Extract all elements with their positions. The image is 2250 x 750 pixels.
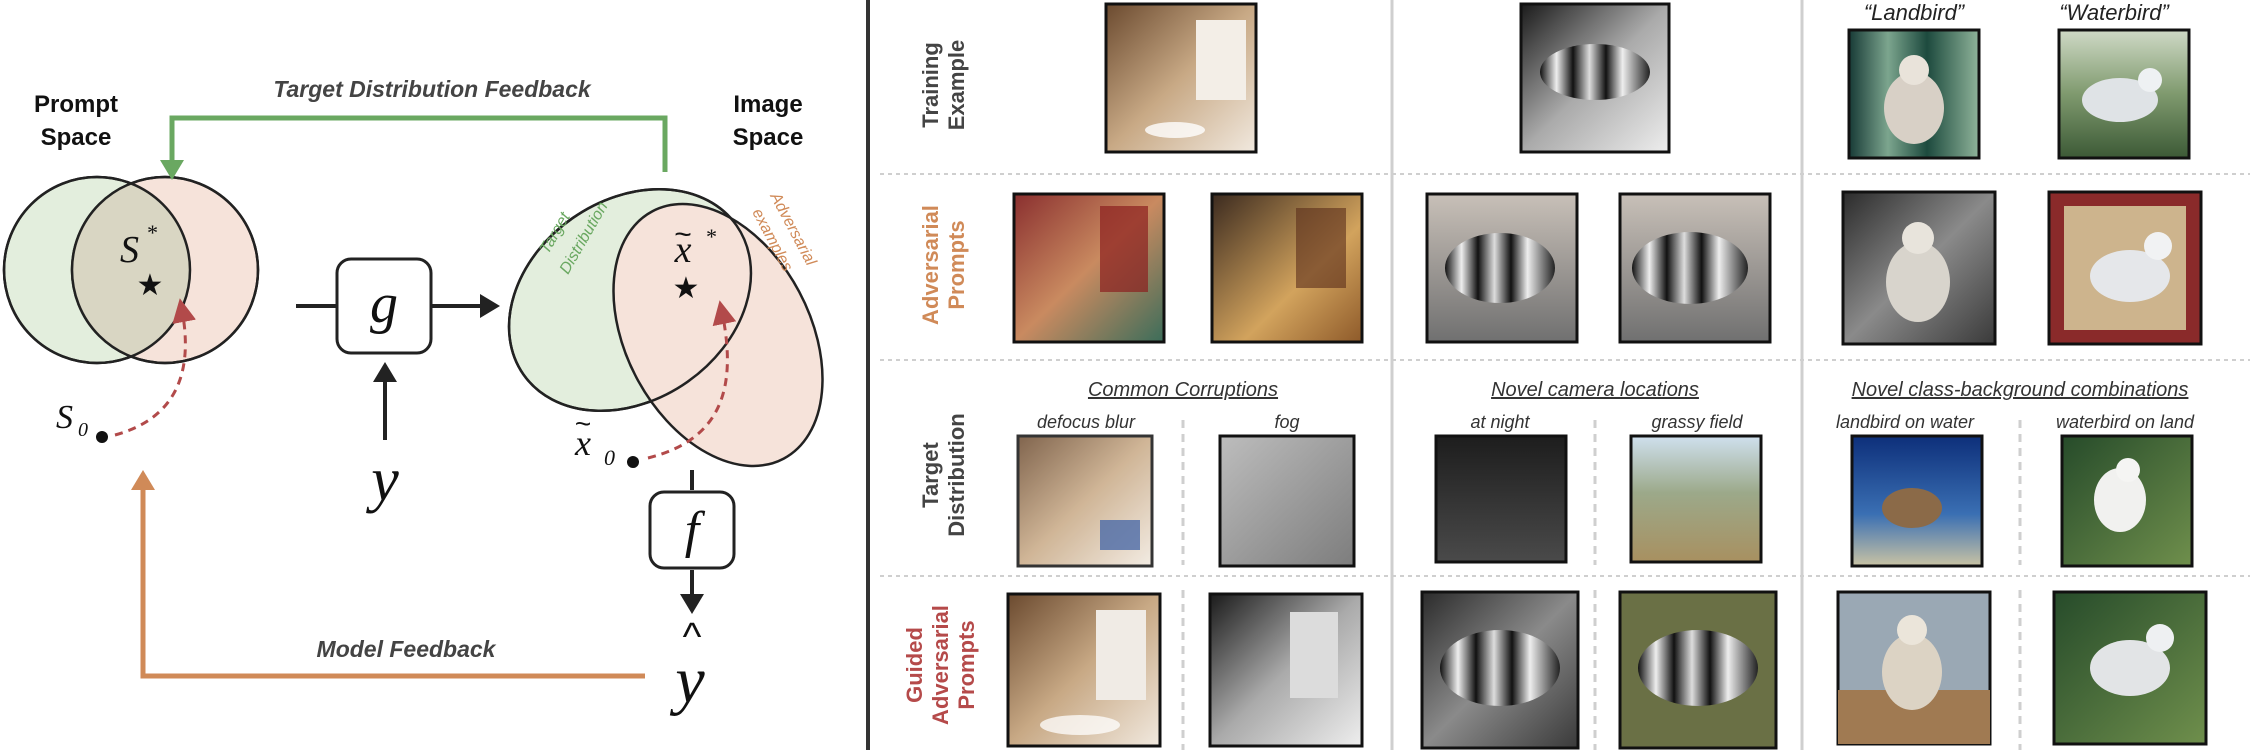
- target-image-landbird-water: [1850, 434, 1984, 568]
- training-image-landbird: [1847, 28, 1981, 160]
- image-path-dashed: [647, 300, 737, 460]
- model-feedback-arrow: [140, 484, 645, 679]
- image-space-ellipse-right: [612, 202, 824, 468]
- f-box: [648, 490, 736, 570]
- x-star-icon: ★: [673, 272, 700, 305]
- prompt-space-overlap: [70, 183, 192, 357]
- sub-label-waterbird-land: waterbird on land: [2056, 412, 2195, 432]
- row-label-target-1: Target: [918, 442, 943, 508]
- adv-image-room-2: [1210, 192, 1364, 344]
- adv-image-zebra-2: [1618, 192, 1772, 344]
- left-diagram: Prompt Space S * ★ S 0 Target Distributi…: [2, 76, 824, 717]
- guided-image-landbird: [1836, 590, 1992, 746]
- sub-label-defocus: defocus blur: [1037, 412, 1136, 432]
- target-image-defocus: [1016, 434, 1154, 568]
- y-label: y: [365, 446, 399, 514]
- s-star-label: S: [120, 229, 139, 271]
- guided-image-room-2: [1208, 592, 1364, 748]
- row-label-training-2: Example: [944, 40, 969, 131]
- landbird-label: “Landbird”: [1864, 0, 1966, 25]
- model-feedback-label: Model Feedback: [317, 636, 497, 662]
- target-image-fog: [1218, 434, 1356, 568]
- s-star-sup: *: [146, 220, 157, 245]
- adv-image-landbird: [1841, 190, 1997, 346]
- guided-image-zebra-2: [1618, 590, 1778, 750]
- target-feedback-arrow: [169, 115, 668, 172]
- guided-image-room-1: [1006, 592, 1162, 748]
- target-image-waterbird-land: [2060, 434, 2194, 568]
- training-image-room: [1104, 2, 1258, 154]
- group-title-corruptions: Common Corruptions: [1088, 379, 1278, 401]
- sub-label-landbird-water: landbird on water: [1836, 412, 1975, 432]
- s-star-icon: ★: [137, 269, 164, 302]
- image-space-label-1: Image: [733, 91, 802, 118]
- x0-label: x: [574, 423, 591, 463]
- guided-image-zebra-1: [1420, 590, 1580, 750]
- prompt-path-dashed: [114, 298, 196, 437]
- sub-label-grassy: grassy field: [1651, 412, 1743, 432]
- adv-image-room-1: [1012, 192, 1166, 344]
- x-star-label: x: [674, 229, 692, 271]
- x0-point: [627, 456, 639, 468]
- y-hat-hat: ^: [683, 615, 702, 659]
- training-image-zebra: [1519, 2, 1671, 154]
- s0-label: S: [56, 399, 73, 436]
- row-label-guided-2: Adversarial: [928, 605, 953, 725]
- x0-sub: 0: [604, 445, 615, 470]
- g-box: [335, 257, 433, 355]
- row-label-adv-1: Adversarial: [918, 205, 943, 325]
- adv-image-waterbird: [2047, 190, 2203, 346]
- sub-label-night: at night: [1470, 412, 1530, 432]
- prompt-space-label-2: Space: [41, 124, 112, 151]
- guided-image-waterbird: [2052, 590, 2208, 746]
- row-label-training-1: Training: [918, 42, 943, 128]
- y-hat-label: y: [669, 644, 705, 717]
- prompt-space-label-1: Prompt: [34, 91, 118, 118]
- right-grid: Training Example Adversarial Prompts Tar…: [880, 0, 2250, 750]
- x-star-tilde: ~: [674, 218, 692, 251]
- x-star-sup: *: [705, 224, 716, 249]
- row-label-guided-1: Guided: [902, 627, 927, 703]
- group-title-camera: Novel camera locations: [1491, 379, 1699, 401]
- sub-label-fog: fog: [1274, 412, 1299, 432]
- row-label-guided-3: Prompts: [954, 620, 979, 709]
- adv-image-zebra-1: [1425, 192, 1579, 344]
- g-label: g: [370, 273, 398, 335]
- image-space-label-2: Space: [733, 124, 804, 151]
- waterbird-label: “Waterbird”: [2059, 0, 2170, 25]
- target-feedback-label: Target Distribution Feedback: [273, 76, 592, 102]
- x0-tilde: ~: [575, 408, 591, 439]
- group-title-class-bg: Novel class-background combinations: [1852, 379, 2189, 401]
- s0-sub: 0: [78, 419, 88, 441]
- target-image-grassy: [1629, 434, 1763, 564]
- row-label-adv-2: Prompts: [944, 220, 969, 309]
- row-label-target-2: Distribution: [944, 413, 969, 536]
- s0-point: [96, 431, 108, 443]
- target-image-night: [1434, 434, 1568, 564]
- training-image-waterbird: [2057, 28, 2191, 160]
